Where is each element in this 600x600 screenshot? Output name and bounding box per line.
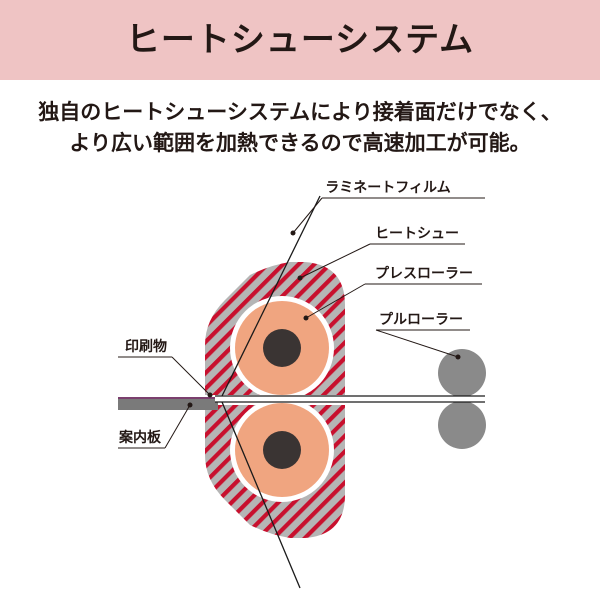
- press-roller-lower-core: [263, 431, 301, 469]
- pull-roller-lower: [438, 401, 486, 449]
- press-roller-upper-core: [263, 329, 301, 367]
- label-printed-matter: 印刷物: [118, 338, 213, 398]
- guide-plate: [118, 399, 218, 410]
- pull-roller-upper: [438, 349, 486, 397]
- label-printed-matter-text: 印刷物: [125, 338, 167, 355]
- label-press-roller: プレスローラー: [303, 266, 482, 321]
- description-line-1: 独自のヒートシューシステムにより接着面だけでなく、: [38, 100, 562, 124]
- label-guide-plate: 案内板: [118, 402, 193, 449]
- label-laminate-film-text: ラミネートフィルム: [325, 180, 450, 196]
- label-pull-roller: プルローラー: [375, 312, 470, 360]
- laminate-film: [215, 195, 485, 589]
- label-press-roller-text: プレスローラー: [375, 266, 473, 282]
- page-title: ヒートシューシステム: [125, 20, 475, 60]
- label-pull-roller-text: プルローラー: [379, 312, 463, 328]
- label-laminate-film: ラミネートフィルム: [290, 180, 485, 236]
- label-heat-shoe: ヒートシュー: [297, 226, 465, 281]
- header-banner: [0, 0, 600, 80]
- label-guide-plate-text: 案内板: [118, 429, 162, 446]
- description-line-2: より広い範囲を加熱できるので高速加工が可能。: [69, 131, 531, 155]
- label-heat-shoe-text: ヒートシュー: [375, 226, 459, 242]
